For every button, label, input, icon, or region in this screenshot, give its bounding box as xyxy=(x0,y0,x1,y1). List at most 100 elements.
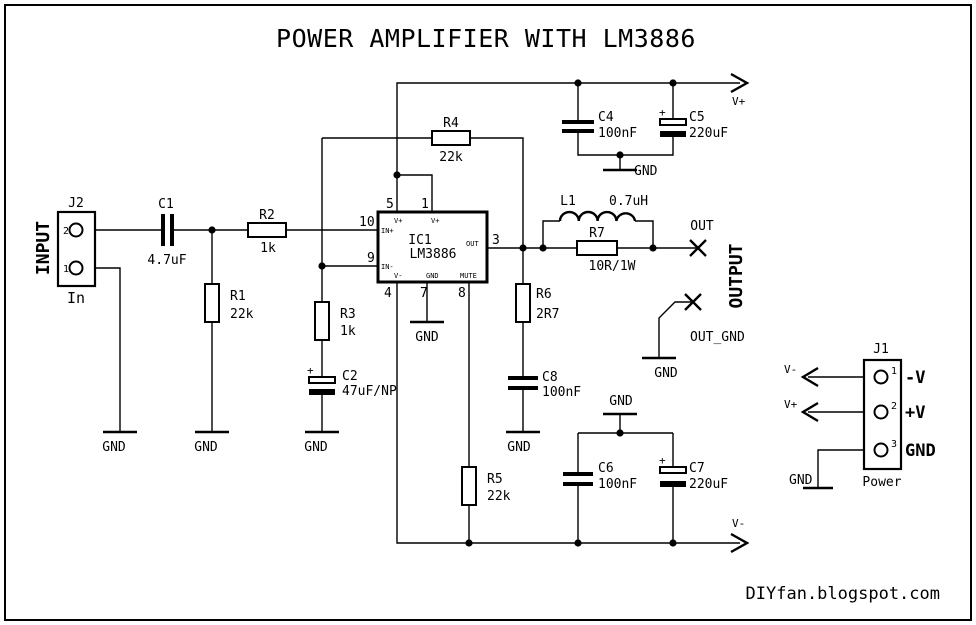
out-terminal-label: OUT xyxy=(690,219,714,234)
r2-ref-label: R2 xyxy=(259,208,275,223)
c5-plus-sign: + xyxy=(659,106,666,119)
l1-value-label: 0.7uH xyxy=(609,194,648,209)
power-connector-j1 xyxy=(862,358,903,471)
c1-ref-label: C1 xyxy=(158,197,174,212)
c1-value-label: 4.7uF xyxy=(147,253,186,268)
j1-vminus-net-label: V- xyxy=(784,363,797,376)
c5-ref-label: C5 xyxy=(689,110,705,125)
j2-name-label: In xyxy=(67,289,85,307)
capacitor-c5 xyxy=(659,118,687,137)
j1-pin1-label: -V xyxy=(905,368,925,388)
output-terminal xyxy=(689,239,707,257)
input-connector-j2 xyxy=(56,210,97,288)
c5-value-label: 220uF xyxy=(689,126,728,141)
r3-value-label: 1k xyxy=(340,324,356,339)
c8-value-label: 100nF xyxy=(542,385,581,400)
ic1-pin-number-8: 8 xyxy=(458,286,466,301)
gnd-label-ic-pin7: GND xyxy=(415,330,439,345)
j1-pin2-number: 2 xyxy=(891,401,897,412)
ic1-ref-label: IC1 xyxy=(408,233,431,248)
output-gnd-terminal xyxy=(684,293,702,311)
ic1-pin-vplus-b: V+ xyxy=(431,217,439,225)
capacitor-c2 xyxy=(308,376,336,395)
r7-ref-label: R7 xyxy=(589,226,605,241)
schematic-border xyxy=(4,4,972,621)
l1-ref-label: L1 xyxy=(560,194,576,209)
j1-pin3-label: GND xyxy=(905,441,936,461)
r1-value-label: 22k xyxy=(230,307,254,322)
c6-value-label: 100nF xyxy=(598,477,637,492)
capacitor-c1 xyxy=(161,214,174,246)
ic1-lm3886-body xyxy=(376,210,489,284)
c6-ref-label: C6 xyxy=(598,461,614,476)
resistor-r7 xyxy=(576,240,618,256)
c7-plus-sign: + xyxy=(659,454,666,467)
gnd-label-c8: GND xyxy=(507,440,531,455)
output-label: OUTPUT xyxy=(726,243,747,308)
r2-value-label: 1k xyxy=(260,241,276,256)
c4-value-label: 100nF xyxy=(598,126,637,141)
capacitor-c8 xyxy=(508,376,538,390)
ic1-pin-number-10: 10 xyxy=(359,215,375,230)
gnd-label-c6c7: GND xyxy=(609,394,633,409)
ic1-pin-vplus-a: V+ xyxy=(394,217,402,225)
gnd-label-r1: GND xyxy=(194,440,218,455)
input-label: INPUT xyxy=(33,221,54,275)
j1-ref-label: J1 xyxy=(873,342,889,357)
wires xyxy=(85,82,872,544)
ic1-pin-vminus: V- xyxy=(394,272,402,280)
vplus-rail-label: V+ xyxy=(732,95,746,108)
ground-symbols xyxy=(103,168,833,490)
ic1-pin-number-7: 7 xyxy=(420,286,428,301)
ic1-part-label: LM3886 xyxy=(410,247,457,262)
capacitor-c7 xyxy=(659,466,687,487)
resistor-r4 xyxy=(431,130,471,146)
ic1-pin-out: OUT xyxy=(466,240,479,248)
r4-value-label: 22k xyxy=(439,150,463,165)
r5-value-label: 22k xyxy=(487,489,511,504)
capacitor-c4 xyxy=(562,120,594,133)
ic1-pin-number-3: 3 xyxy=(492,233,500,248)
capacitor-c6 xyxy=(563,472,593,486)
ic1-pin-number-1: 1 xyxy=(421,197,429,212)
out-gnd-terminal-label: OUT_GND xyxy=(690,330,745,345)
c8-ref-label: C8 xyxy=(542,370,558,385)
j1-name-label: Power xyxy=(862,475,901,490)
r6-value-label: 2R7 xyxy=(536,307,559,322)
resistor-r1 xyxy=(204,283,220,323)
ic1-pin-number-9: 9 xyxy=(367,251,375,266)
c7-value-label: 220uF xyxy=(689,477,728,492)
website-watermark: DIYfan.blogspot.com xyxy=(746,584,940,604)
j2-pin1-number: 1 xyxy=(63,264,69,275)
vminus-rail-label: V- xyxy=(732,517,745,530)
r4-ref-label: R4 xyxy=(443,116,459,131)
gnd-label-out-gnd: GND xyxy=(654,366,678,381)
gnd-label-j2: GND xyxy=(102,440,126,455)
gnd-label-c2: GND xyxy=(304,440,328,455)
ic1-pin-number-5: 5 xyxy=(386,197,394,212)
j1-vplus-net-label: V+ xyxy=(784,398,798,411)
j1-pin2-label: +V xyxy=(905,403,925,423)
ic1-pin-in-plus: IN+ xyxy=(381,227,394,235)
c2-value-label: 47uF/NP xyxy=(342,384,397,399)
c4-ref-label: C4 xyxy=(598,110,614,125)
gnd-label-j1: GND xyxy=(789,473,813,488)
r5-ref-label: R5 xyxy=(487,472,503,487)
supply-arrows xyxy=(730,72,819,554)
r6-ref-label: R6 xyxy=(536,287,552,302)
inductor-l1 xyxy=(558,210,637,222)
ic1-pin-number-4: 4 xyxy=(384,286,392,301)
ic1-pin-in-minus: IN- xyxy=(381,263,394,271)
resistor-r6 xyxy=(515,283,531,323)
r1-ref-label: R1 xyxy=(230,289,246,304)
c2-plus-sign: + xyxy=(307,364,314,377)
resistor-r5 xyxy=(461,466,477,506)
ic1-pin-mute: MUTE xyxy=(460,272,477,280)
c2-ref-label: C2 xyxy=(342,369,358,384)
resistor-r2 xyxy=(247,222,287,238)
j1-pin1-number: 1 xyxy=(891,366,897,377)
diagram-title: POWER AMPLIFIER WITH LM3886 xyxy=(276,24,696,53)
j2-ref-label: J2 xyxy=(68,196,84,211)
ic1-pin-gnd: GND xyxy=(426,272,439,280)
